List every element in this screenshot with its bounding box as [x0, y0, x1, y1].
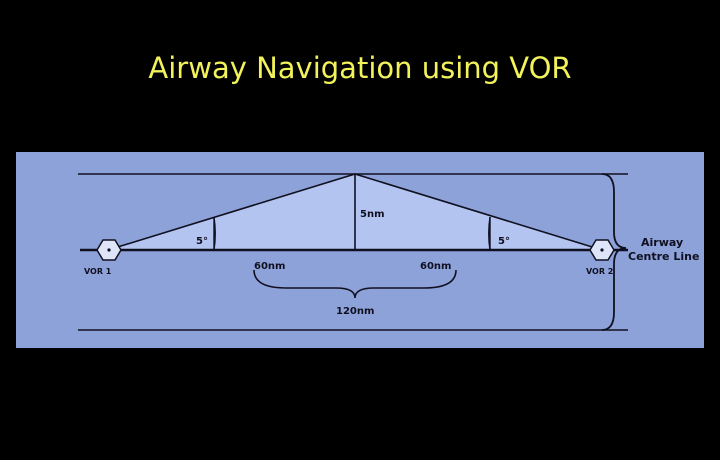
height-5nm-label: 5nm: [360, 209, 385, 220]
airway-diagram: VOR 1 VOR 2 5° 5° 5nm 60nm 60nm 120nm Ai…: [16, 152, 704, 348]
right-distance-label: 60nm: [420, 261, 451, 272]
centre-line-label: Centre Line: [628, 250, 699, 263]
vor1-center-dot: [107, 248, 111, 252]
vor2-label: VOR 2: [586, 267, 613, 276]
angle-right-label: 5°: [498, 236, 510, 247]
vor2-center-dot: [600, 248, 604, 252]
angle-left-label: 5°: [196, 236, 208, 247]
distance-brace: [253, 269, 457, 299]
airway-width-brace: [601, 173, 627, 331]
angle-arc-left: [213, 216, 216, 251]
slide-title: Airway Navigation using VOR: [148, 51, 572, 85]
angle-arc-right: [488, 216, 491, 251]
total-distance-label: 120nm: [336, 306, 374, 317]
left-distance-label: 60nm: [254, 261, 285, 272]
vor1-label: VOR 1: [84, 267, 112, 276]
airway-label: Airway: [641, 236, 683, 249]
